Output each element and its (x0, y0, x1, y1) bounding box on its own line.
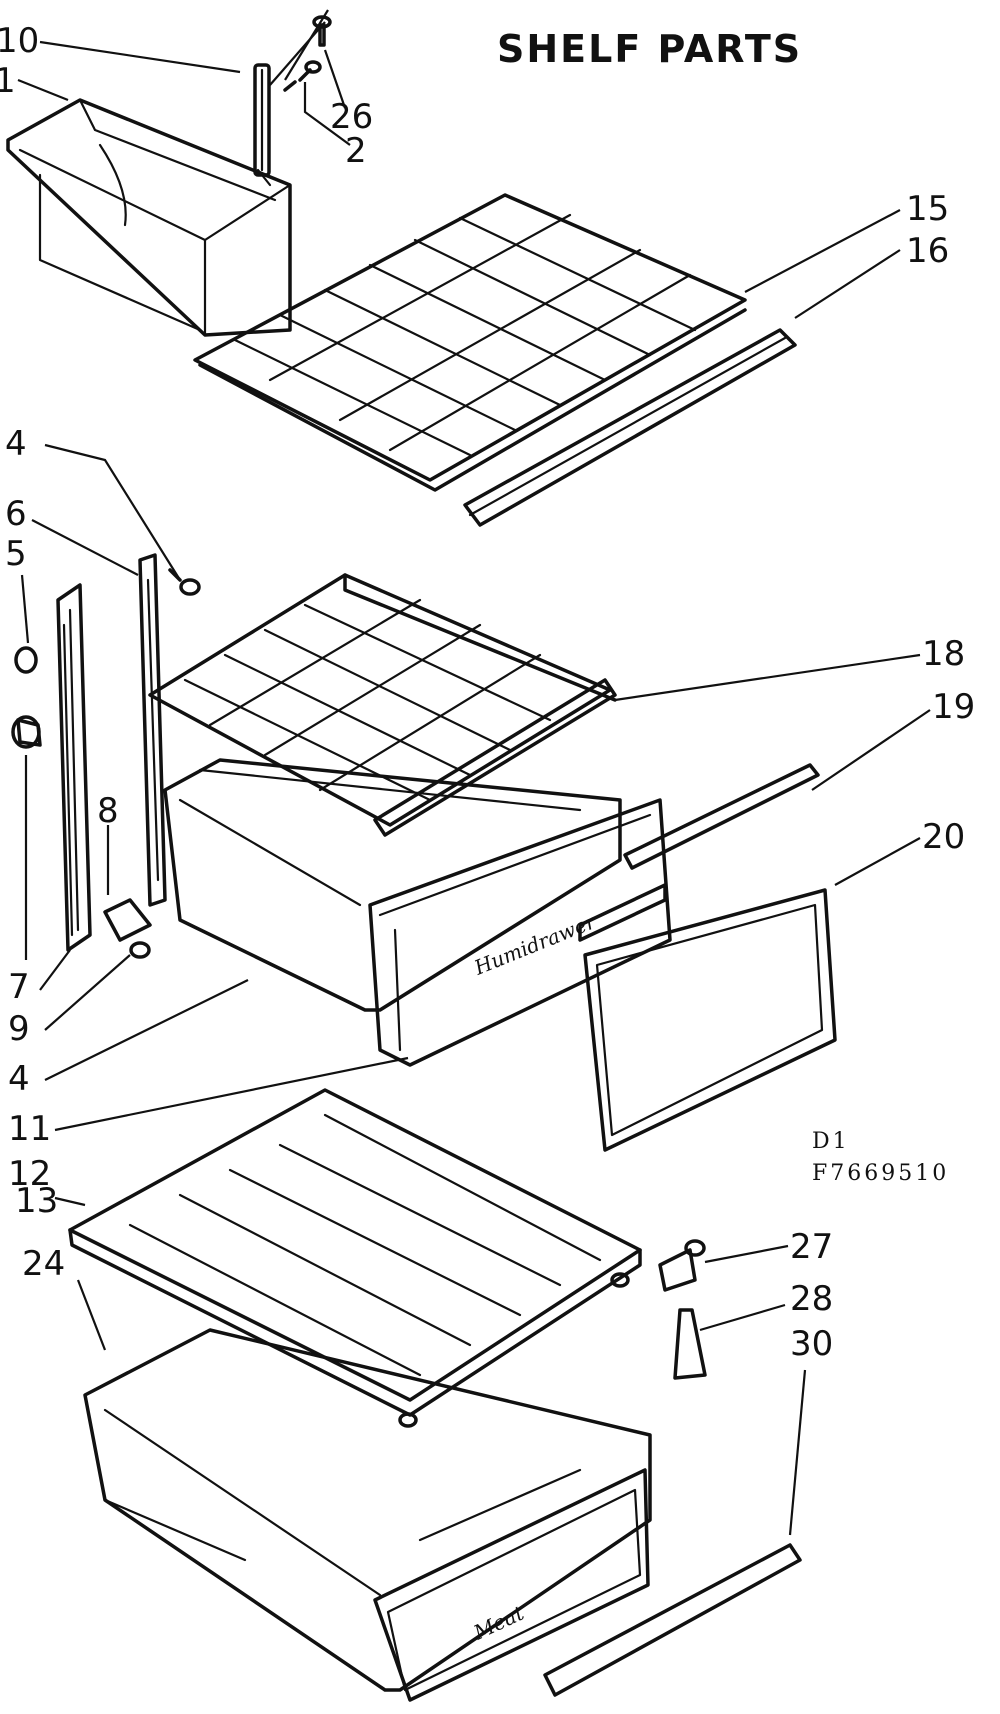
callout-15: 15 (906, 189, 949, 229)
doc-code-line-1: D1 (812, 1129, 850, 1154)
callout-6: 6 (5, 494, 27, 534)
part-frame-20 (583, 888, 837, 1152)
part-crisper-pan-24: Meat (83, 1328, 652, 1702)
callout-10: 10 (0, 21, 39, 61)
callout-24: 24 (22, 1244, 65, 1284)
part-trim-16 (463, 328, 797, 527)
callout-numbers: 10 1 26 2 15 16 4 6 5 18 19 8 20 7 9 4 1… (0, 21, 975, 1364)
callout-18: 18 (922, 634, 965, 674)
leader-lines (17, 9, 931, 1536)
callout-13: 13 (15, 1181, 58, 1221)
part-control-27 (658, 1239, 706, 1292)
part-bracket-8-9 (103, 898, 152, 959)
part-clip-5 (14, 646, 38, 674)
callout-20: 20 (922, 817, 965, 857)
callout-11: 11 (8, 1109, 51, 1149)
part-wire-shelf-15 (193, 193, 747, 492)
part-humidrawer-11: Humidrawer (163, 758, 672, 1067)
part-screws-26 (283, 15, 332, 92)
callout-2: 2 (345, 131, 367, 171)
callout-26: 26 (330, 97, 373, 137)
callout-12: 12 (8, 1154, 51, 1194)
callout-4-top: 4 (5, 424, 27, 464)
doc-code-line-2: F7669510 (812, 1161, 949, 1186)
callout-9: 9 (8, 1009, 30, 1049)
diagram-title: SHELF PARTS (497, 27, 802, 71)
part-rail-7 (56, 583, 92, 952)
part-rail-6 (138, 553, 167, 907)
part-trim-30 (543, 1543, 802, 1697)
humidrawer-script: Humidrawer (470, 909, 600, 980)
callout-19: 19 (932, 687, 975, 727)
part-crisper-cover-13 (68, 1088, 642, 1428)
part-small-bin (6, 98, 292, 337)
callout-4-bottom: 4 (8, 1059, 30, 1099)
document-code: D1 F7669510 (812, 1129, 949, 1186)
callout-8: 8 (97, 791, 119, 831)
part-wire-shelf-18 (148, 573, 617, 837)
callout-1: 1 (0, 61, 16, 101)
part-bracket-10 (253, 63, 272, 187)
callout-30: 30 (790, 1324, 833, 1364)
callout-27: 27 (790, 1227, 833, 1267)
meat-drawer-script: Meat (469, 1600, 528, 1645)
part-glide-7 (11, 715, 42, 749)
callout-16: 16 (906, 231, 949, 271)
callout-7: 7 (8, 967, 30, 1007)
callout-5: 5 (5, 534, 27, 574)
part-knob-28 (673, 1308, 707, 1380)
part-divider-19 (623, 763, 820, 870)
part-screw-4-top (168, 568, 201, 596)
callout-28: 28 (790, 1279, 833, 1319)
